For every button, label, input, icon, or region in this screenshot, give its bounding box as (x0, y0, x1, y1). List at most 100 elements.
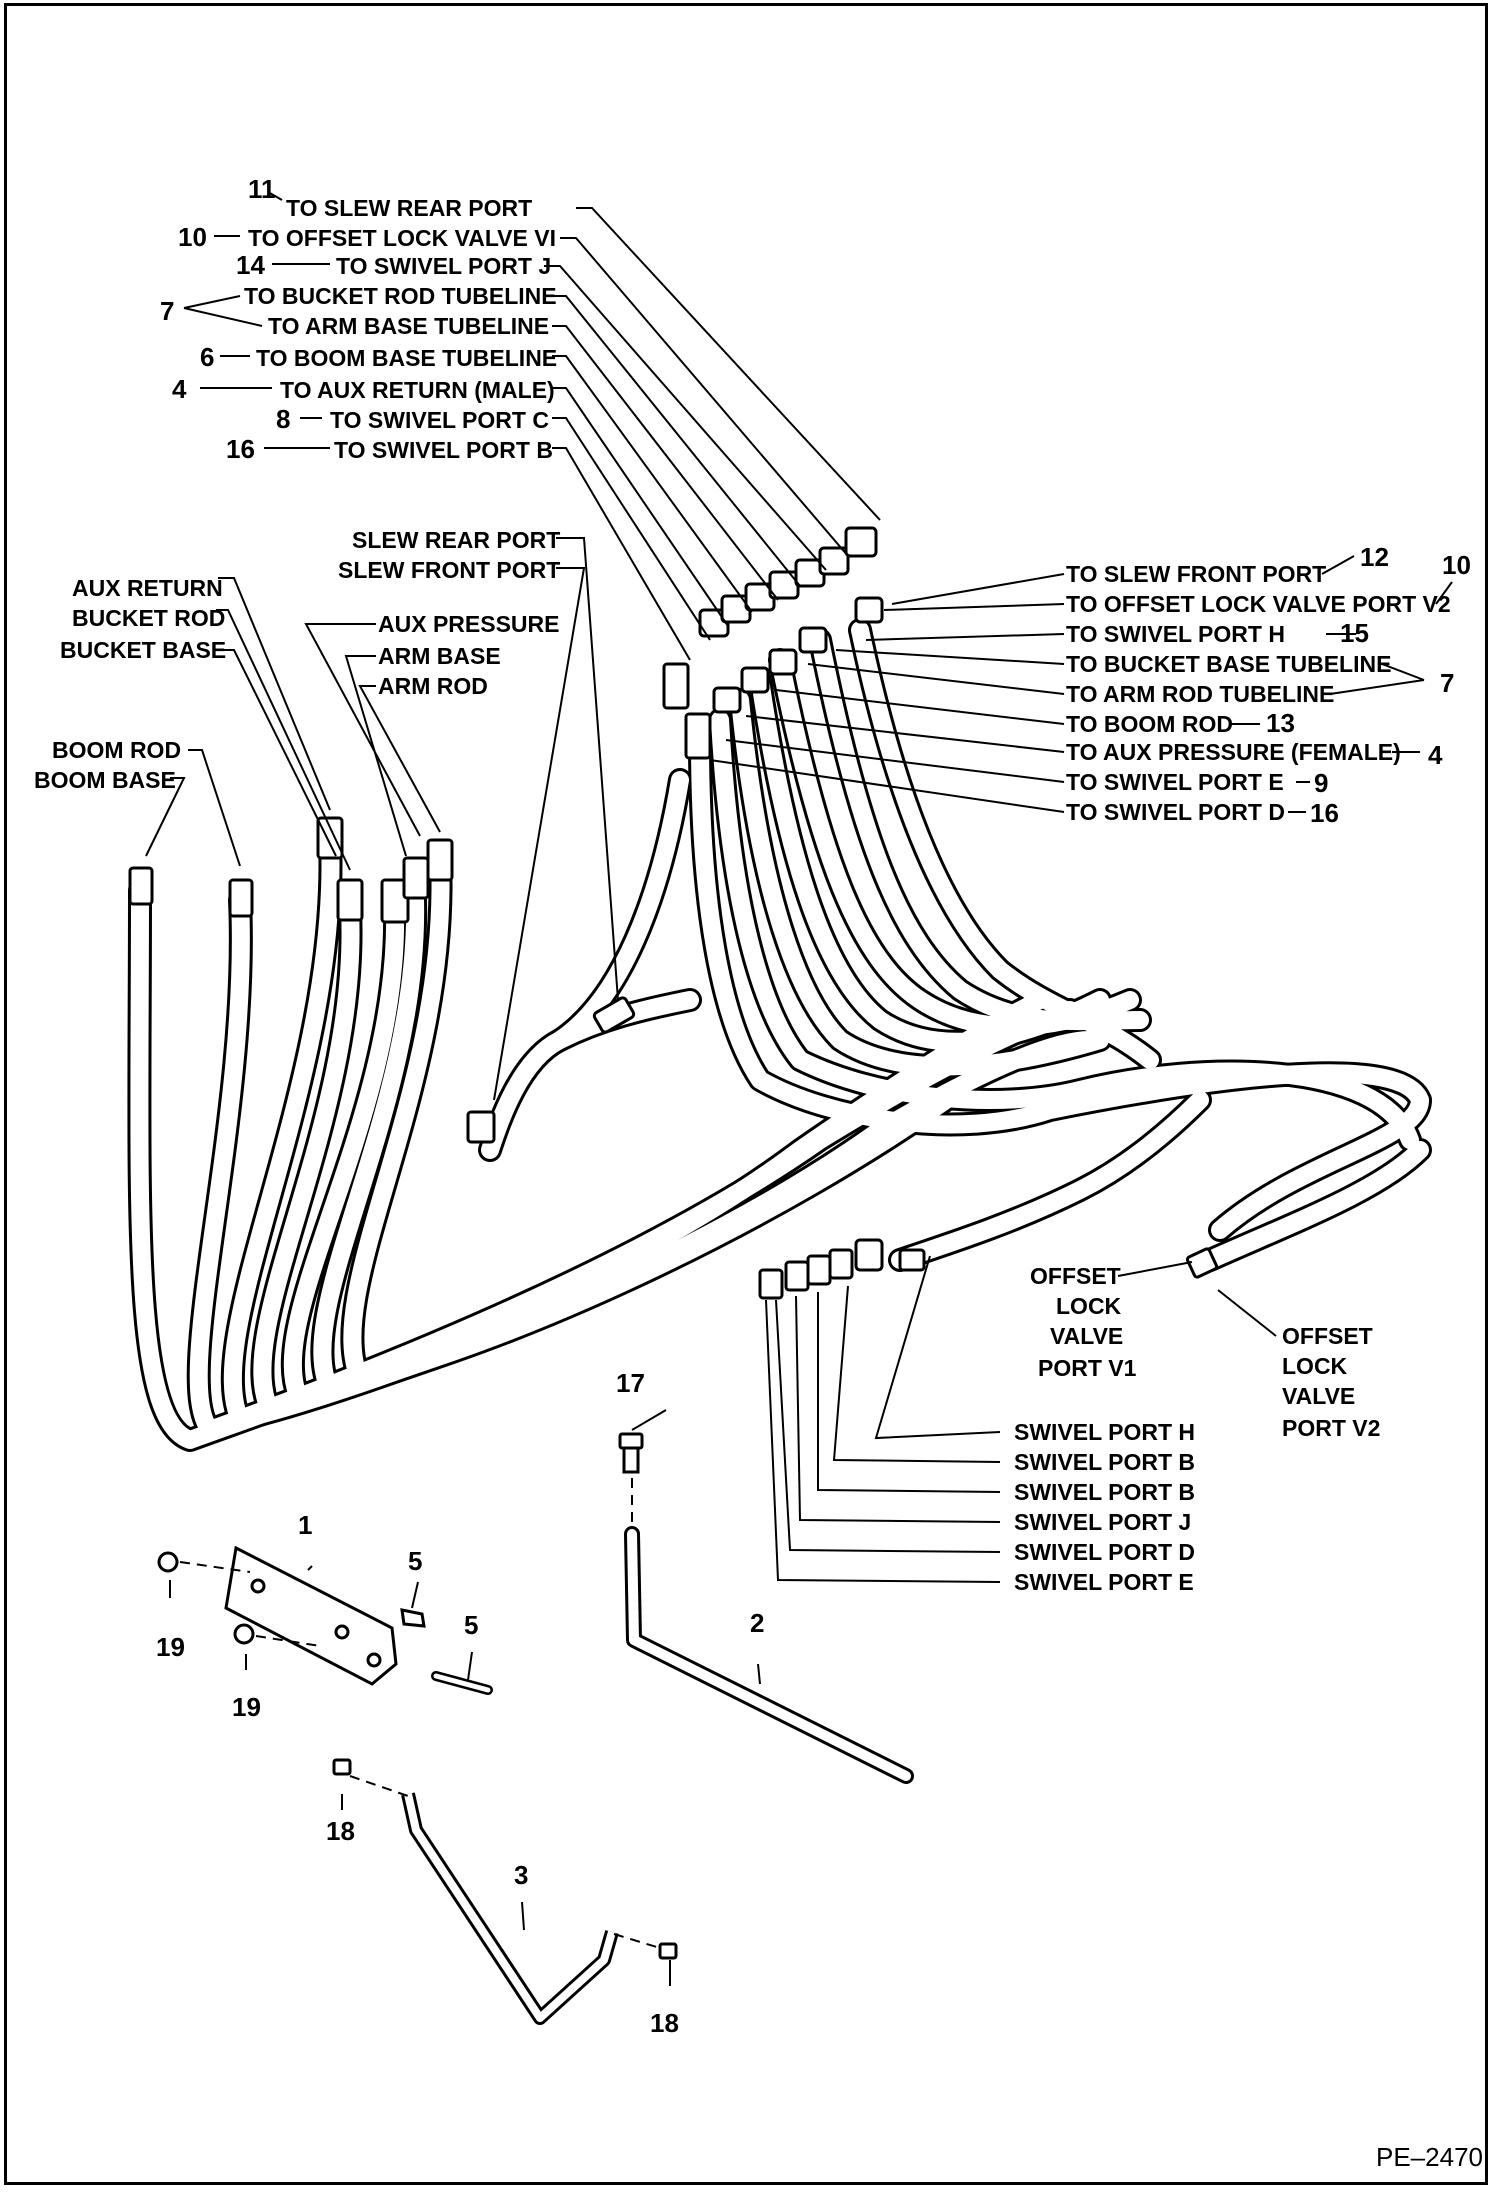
drawing-stroke (183, 295, 263, 327)
mounting-plate-1 (224, 1545, 398, 1686)
drawing-stroke (891, 1091, 1209, 1269)
drawing-stroke (128, 866, 154, 906)
drawing-stroke (552, 417, 711, 641)
callout-num-16-right: 16 (1310, 798, 1339, 828)
clip-5-lower (431, 1671, 493, 1695)
hose-end-labels: SLEW REAR PORT SLEW FRONT PORT AUX RETUR… (34, 527, 560, 793)
drawing-stroke (818, 546, 850, 576)
offset-v1-line-3: VALVE (1050, 1323, 1123, 1349)
callout-label-bucket-base-tubeline: TO BUCKET BASE TUBELINE (1066, 651, 1391, 677)
nut-19-lower (233, 1623, 255, 1645)
callout-label-arm-base-tubeline: TO ARM BASE TUBELINE (268, 313, 549, 339)
part-num-3: 3 (514, 1860, 528, 1890)
drawing-stroke (216, 649, 337, 857)
drawing-stroke (404, 1793, 616, 2022)
nut-19-upper (157, 1551, 179, 1573)
swivel-port-item: SWIVEL PORT E (1014, 1569, 1194, 1595)
drawing-stroke (255, 1635, 321, 1647)
drawing-stroke (336, 878, 364, 922)
figure-code: PE–2470 (1376, 2142, 1483, 2172)
drawing-stroke (618, 1432, 644, 1450)
drawing-stroke (874, 1255, 1001, 1440)
drawing-stroke (807, 663, 1065, 695)
callout-num-12: 12 (1360, 542, 1389, 572)
drawing-stroke (758, 1268, 784, 1300)
label-boom-rod: BOOM ROD (52, 737, 181, 763)
callout-num-10-right: 10 (1442, 550, 1471, 580)
callout-label-boom-base-tubeline: TO BOOM BASE TUBELINE (256, 345, 557, 371)
label-bucket-base: BUCKET BASE (60, 637, 226, 663)
part-num-19-upper: 19 (156, 1632, 185, 1662)
drawing-stroke (592, 996, 636, 1034)
callout-label-swivel-c: TO SWIVEL PORT C (330, 407, 549, 433)
part-num-18-upper: 18 (326, 1816, 355, 1846)
part-num-19-lower: 19 (232, 1692, 261, 1722)
callout-num-14: 14 (236, 250, 265, 280)
drawing-stroke (1201, 1141, 1429, 1269)
callout-label-slew-front: TO SLEW FRONT PORT (1066, 561, 1326, 587)
drawing-stroke (250, 1578, 266, 1594)
callout-label-aux-pressure: TO AUX PRESSURE (FEMALE) (1066, 739, 1401, 765)
drawing-stroke (332, 1758, 352, 1776)
drawing-stroke (711, 711, 1419, 1149)
drawing-stroke (552, 325, 779, 601)
callout-num-7: 7 (160, 296, 174, 326)
callout-label-slew-rear: TO SLEW REAR PORT (286, 195, 532, 221)
drawing-stroke (334, 1624, 350, 1640)
drawing-stroke (179, 1561, 251, 1573)
drawing-stroke (426, 838, 454, 882)
clip-5-upper (400, 1608, 426, 1628)
drawing-stroke (521, 1901, 525, 1931)
callout-label-boom-rod: TO BOOM ROD (1066, 711, 1233, 737)
swivel-port-item: SWIVEL PORT H (1014, 1419, 1195, 1445)
drawing-stroke (307, 1565, 313, 1571)
drawing-stroke (380, 878, 410, 924)
drawing-stroke (267, 191, 283, 201)
drawing-stroke (775, 1299, 1001, 1553)
callout-label-swivel-e: TO SWIVEL PORT E (1066, 769, 1284, 795)
drawing-stroke (544, 265, 827, 571)
swivel-port-item: SWIVEL PORT J (1014, 1509, 1191, 1535)
swivel-port-item: SWIVEL PORT B (1014, 1479, 1195, 1505)
drawing-stroke (552, 295, 801, 587)
drawing-stroke (366, 1652, 382, 1668)
offset-v1-line-4: PORT V1 (1038, 1355, 1137, 1381)
drawing-stroke (795, 1295, 1001, 1523)
label-aux-pressure: AUX PRESSURE (378, 611, 559, 637)
part-numbers: 1 2 3 5 5 17 18 18 19 19 (156, 1368, 764, 2038)
drawing-stroke (854, 596, 884, 624)
callout-num-6: 6 (200, 342, 214, 372)
drawing-stroke (658, 1942, 678, 1960)
drawing-stroke (188, 749, 241, 867)
callout-label-bucket-rod-tubeline: TO BUCKET ROD TUBELINE (244, 283, 557, 309)
upper-elbow-fittings (698, 526, 884, 714)
callout-label-swivel-j: TO SWIVEL PORT J (336, 253, 551, 279)
drawing-stroke (349, 1775, 409, 1797)
callout-label-swivel-d: TO SWIVEL PORT D (1066, 799, 1285, 825)
drawing-stroke (1321, 555, 1355, 575)
offset-v2-line-4: PORT V2 (1282, 1415, 1380, 1441)
drawing-stroke (828, 1248, 854, 1280)
callout-num-9: 9 (1314, 768, 1328, 798)
drawing-stroke (493, 567, 586, 1101)
drawing-stroke (817, 1292, 1001, 1493)
callout-num-7-right: 7 (1440, 668, 1454, 698)
callout-num-16: 16 (226, 434, 255, 464)
swivel-port-item: SWIVEL PORT B (1014, 1449, 1195, 1475)
top-left-callouts: 11 TO SLEW REAR PORT 10 TO OFFSET LOCK V… (160, 174, 557, 464)
label-slew-rear-port: SLEW REAR PORT (352, 527, 560, 553)
drawing-stroke (768, 648, 798, 676)
drawing-stroke (622, 1446, 640, 1474)
hose-interiors (130, 621, 1429, 1449)
drawing-stroke (1435, 581, 1453, 605)
callout-num-13: 13 (1266, 708, 1295, 738)
part-num-18-lower: 18 (650, 2008, 679, 2038)
drawing-stroke (552, 355, 753, 613)
drawing-stroke (712, 686, 742, 714)
drawing-stroke (411, 1581, 419, 1609)
drawing-stroke (1329, 663, 1425, 695)
drawing-stroke (576, 207, 881, 521)
drawing-stroke (1117, 1261, 1193, 1277)
